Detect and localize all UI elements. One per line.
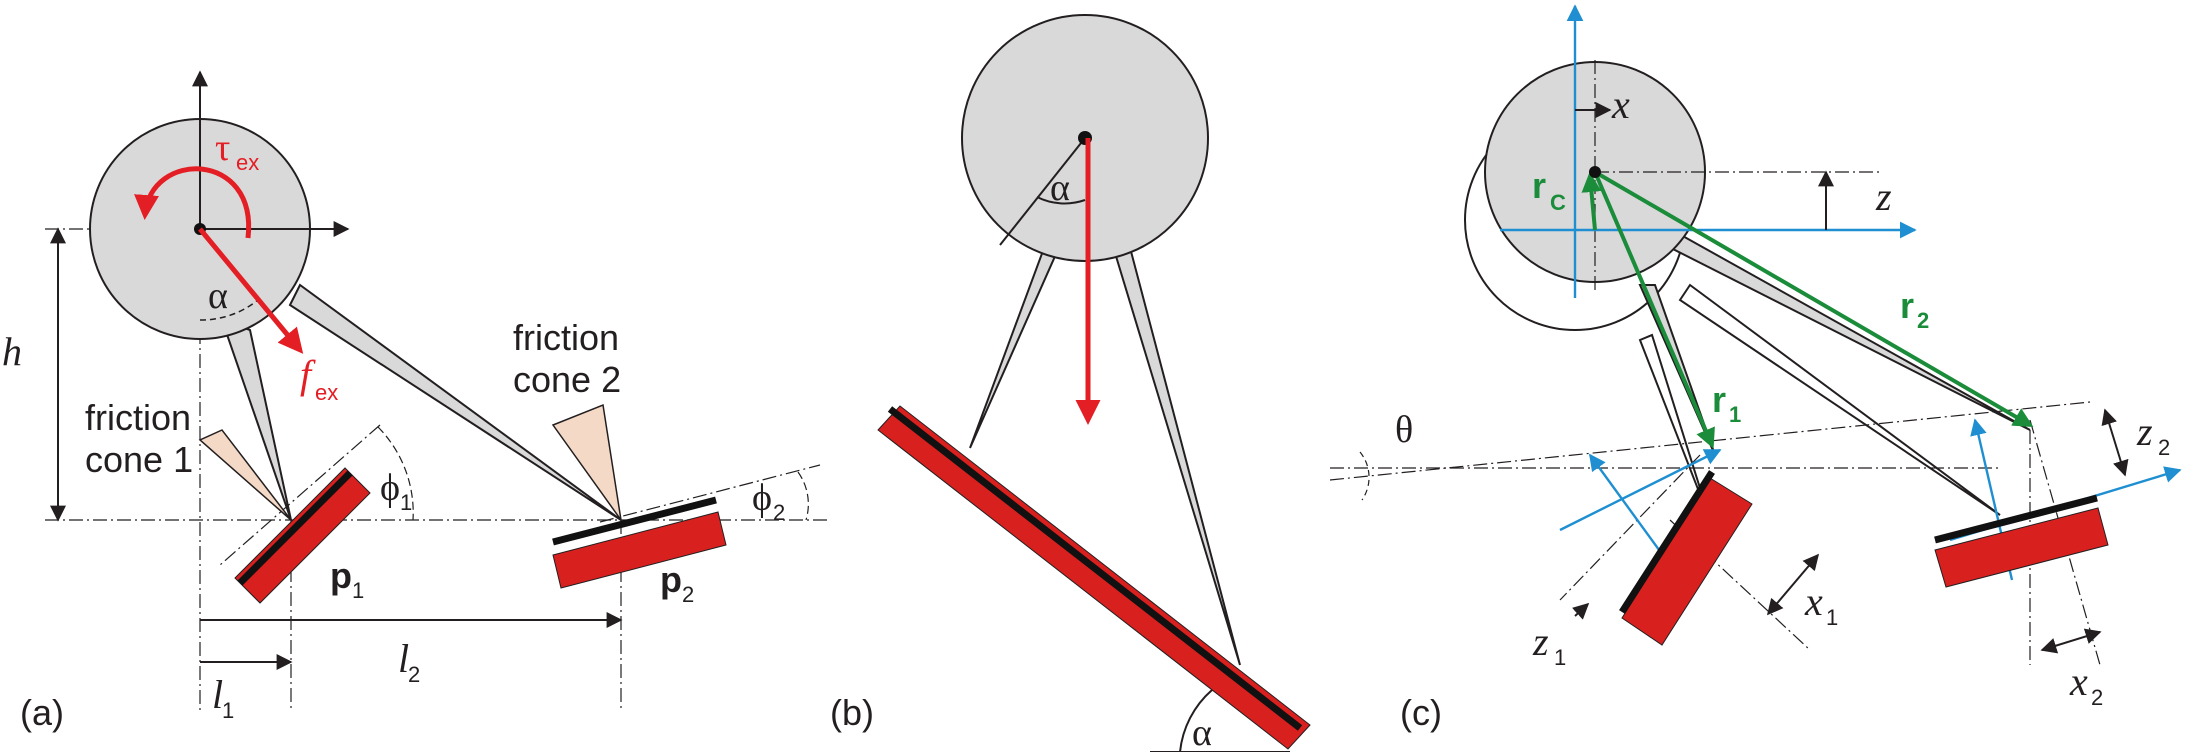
contact-frame-1-axis-b xyxy=(1559,448,1722,532)
panel-c: x z r C r 1 r 2 θ z 2 x 1 z 1 x 2 (c) xyxy=(1329,4,2182,733)
l1-subscript: 1 xyxy=(222,698,234,723)
z1-subscript: 1 xyxy=(1554,645,1566,670)
r2-subscript: 2 xyxy=(1917,308,1929,333)
plate-2-contact-edge xyxy=(552,496,717,546)
plate-c-1-contact-edge xyxy=(1619,470,1715,614)
p1-normal-line xyxy=(219,424,381,566)
l1-label: l xyxy=(212,672,223,717)
phi2-subscript: 2 xyxy=(773,500,785,525)
x2-label: x xyxy=(2069,659,2088,704)
friction-cone-1-line1: friction xyxy=(85,397,191,438)
plate-1-contact-edge xyxy=(237,470,353,586)
torque-arrow xyxy=(134,166,252,239)
alpha-arc-b-bottom xyxy=(1179,689,1213,752)
rc-vector xyxy=(1581,172,1602,231)
theta-reference-line xyxy=(1329,401,2091,481)
z2-dimension-arrow xyxy=(2101,408,2129,477)
panel-c-tag: (c) xyxy=(1400,692,1442,733)
contact-frame-1-axis-a xyxy=(1589,453,1671,566)
phi2-label: ϕ xyxy=(752,477,772,519)
x1-dimension-arrow xyxy=(1766,553,1820,616)
x-label-c: x xyxy=(1611,82,1630,127)
plate-2 xyxy=(552,511,727,589)
alpha-arc-b-top xyxy=(1036,196,1086,205)
plate-c-2-contact-edge xyxy=(1934,494,2098,544)
p1-label: p xyxy=(330,555,352,596)
x2-subscript: 2 xyxy=(2091,685,2103,710)
z2-subscript: 2 xyxy=(2158,435,2170,460)
r2-vector xyxy=(1593,170,2034,428)
p2-plane-line xyxy=(599,464,821,523)
friction-cone-2-line2: cone 2 xyxy=(513,359,621,400)
x1-subscript: 1 xyxy=(1826,605,1838,630)
r1-vector xyxy=(1593,171,1715,449)
friction-cone-2 xyxy=(551,403,622,521)
finger-2 xyxy=(288,283,622,521)
plate-c-1 xyxy=(1621,477,1753,646)
p1-subscript: 1 xyxy=(352,578,364,603)
plate-c-2 xyxy=(1934,507,2109,588)
r1-subscript: 1 xyxy=(1729,402,1741,427)
theta-label: θ xyxy=(1395,409,1413,451)
panel-b-tag: (b) xyxy=(830,692,874,733)
tau-label: τ xyxy=(215,127,230,169)
z2-label: z xyxy=(2136,409,2153,454)
l2-subscript: 2 xyxy=(408,662,420,687)
plate-b-contact-edge xyxy=(887,406,1303,731)
phi1-subscript: 1 xyxy=(400,490,412,515)
alpha-label-b-bottom: α xyxy=(1192,712,1212,752)
plate-1 xyxy=(234,467,371,604)
rc-subscript: C xyxy=(1550,190,1566,215)
rc-label: r xyxy=(1532,165,1546,206)
l2-label: l xyxy=(398,636,409,681)
tau-subscript: ex xyxy=(236,150,259,175)
panel-b: α α (b) xyxy=(830,14,1311,752)
alpha-arc xyxy=(199,299,259,321)
ghost-finger-1 xyxy=(1638,333,1711,521)
phi1-arc xyxy=(377,426,414,521)
body-center-dot-c xyxy=(1589,166,1601,178)
panel-a: (a) τ ex α f ex h friction cone 1 fricti… xyxy=(2,70,830,733)
p2-subscript: 2 xyxy=(682,582,694,607)
phi2-arc xyxy=(797,471,809,521)
force-arrow xyxy=(198,227,304,354)
z-label-c: z xyxy=(1875,174,1892,219)
r2-label: r xyxy=(1900,285,1914,326)
panel-a-tag: (a) xyxy=(20,692,64,733)
z1-label: z xyxy=(1532,619,1549,664)
alpha-label-b-top: α xyxy=(1050,167,1070,209)
alpha-label-a: α xyxy=(208,275,228,317)
r1-label: r xyxy=(1712,379,1726,420)
friction-cone-2-line1: friction xyxy=(513,317,619,358)
finger-b-1 xyxy=(969,238,1062,449)
p1-normal-c xyxy=(1559,454,1701,601)
plate-b xyxy=(877,405,1311,750)
force-subscript: ex xyxy=(315,380,338,405)
friction-cone-1 xyxy=(198,429,292,521)
friction-cone-1-line2: cone 1 xyxy=(85,439,193,480)
theta-arc xyxy=(1359,451,1370,501)
z1-dimension-arrow xyxy=(1571,602,1590,620)
tilt-line-b xyxy=(999,137,1086,246)
h-label: h xyxy=(2,329,22,374)
phi1-label: ϕ xyxy=(380,467,400,509)
x2-dimension-arrow xyxy=(2040,628,2102,654)
ghost-finger-2 xyxy=(1678,283,2001,516)
p2-label: p xyxy=(660,559,682,600)
x1-label: x xyxy=(1804,579,1823,624)
force-label: f xyxy=(300,352,316,397)
